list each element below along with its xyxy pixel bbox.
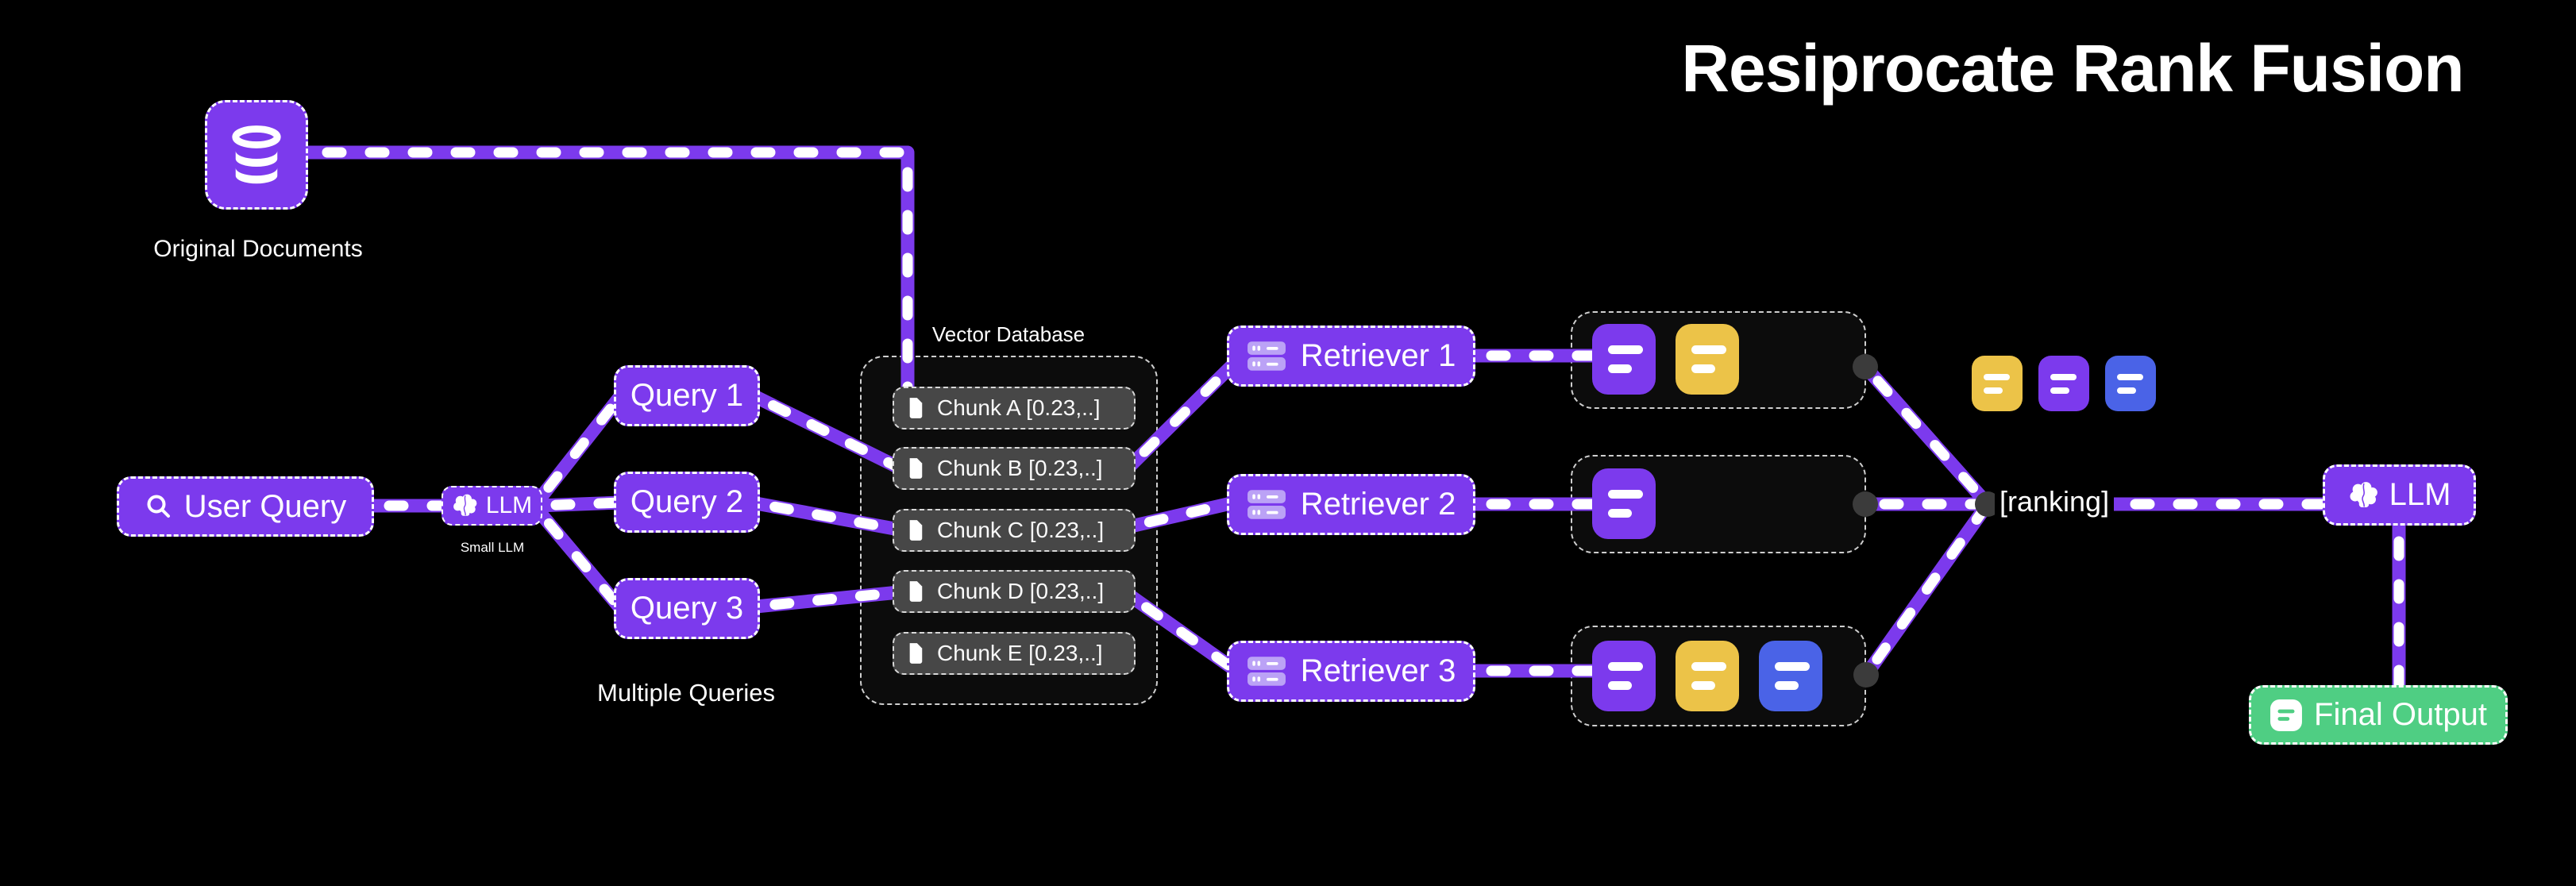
search-icon bbox=[145, 492, 173, 521]
chunk-a-label: Chunk A [0.23,..] bbox=[937, 395, 1101, 420]
query-3-label: Query 3 bbox=[630, 591, 744, 626]
small-llm-node: LLM bbox=[442, 486, 542, 526]
final-output-node: Final Output bbox=[2249, 685, 2508, 745]
retriever-2-label: Retriever 2 bbox=[1300, 487, 1456, 522]
retriever-1-label: Retriever 1 bbox=[1300, 338, 1456, 373]
doc-tile-purple bbox=[1592, 641, 1656, 711]
chunk-a-row: Chunk A [0.23,..] bbox=[893, 387, 1136, 430]
chunk-e-row: Chunk E [0.23,..] bbox=[893, 632, 1136, 675]
chunk-d-label: Chunk D [0.23,..] bbox=[937, 579, 1105, 603]
chunk-c-row: Chunk C [0.23,..] bbox=[893, 509, 1136, 552]
query-2-node: Query 2 bbox=[614, 472, 760, 533]
retriever-3-label: Retriever 3 bbox=[1300, 653, 1456, 688]
small-llm-label: LLM bbox=[485, 492, 533, 518]
document-icon bbox=[907, 642, 924, 664]
user-query-node: User Query bbox=[117, 476, 374, 537]
chunk-e-label: Chunk E [0.23,..] bbox=[937, 641, 1103, 665]
retriever-3-node: Retriever 3 bbox=[1227, 641, 1475, 702]
small-llm-caption: Small LLM bbox=[460, 540, 525, 555]
original-documents-node bbox=[205, 100, 308, 210]
vector-database-title: Vector Database bbox=[931, 322, 1086, 346]
brain-icon bbox=[452, 493, 479, 518]
chunk-b-row: Chunk B [0.23,..] bbox=[893, 447, 1136, 490]
doc-tile-yellow bbox=[1676, 324, 1739, 395]
retriever-1-node: Retriever 1 bbox=[1227, 326, 1475, 387]
doc-mini-blue bbox=[2105, 356, 2156, 411]
doc-mini-purple bbox=[2038, 356, 2089, 411]
query-3-node: Query 3 bbox=[614, 578, 760, 639]
chunk-b-label: Chunk B [0.23,..] bbox=[937, 456, 1103, 480]
doc-tile-blue bbox=[1759, 641, 1822, 711]
ranking-label: [ranking] bbox=[1995, 483, 2115, 520]
query-1-node: Query 1 bbox=[614, 365, 760, 426]
multiple-queries-caption: Multiple Queries bbox=[597, 679, 775, 707]
document-icon bbox=[907, 580, 924, 603]
original-documents-label: Original Documents bbox=[153, 236, 363, 262]
retriever-2-node: Retriever 2 bbox=[1227, 474, 1475, 535]
query-2-label: Query 2 bbox=[630, 484, 744, 519]
server-icon bbox=[1247, 655, 1286, 688]
brain-icon bbox=[2348, 480, 2380, 510]
doc-tile-purple bbox=[1592, 468, 1656, 539]
doc-mini-yellow bbox=[1972, 356, 2023, 411]
database-icon bbox=[225, 123, 288, 187]
llm-label: LLM bbox=[2389, 477, 2451, 512]
final-output-label: Final Output bbox=[2314, 697, 2487, 732]
doc-tile-purple bbox=[1592, 324, 1656, 395]
diagram-title: Resiprocate Rank Fusion bbox=[1681, 31, 2464, 106]
server-icon bbox=[1247, 340, 1286, 373]
server-icon bbox=[1247, 488, 1286, 522]
final-output-icon bbox=[2269, 699, 2303, 732]
llm-node: LLM bbox=[2323, 464, 2476, 526]
document-icon bbox=[907, 519, 924, 541]
doc-tile-yellow bbox=[1676, 641, 1739, 711]
document-icon bbox=[907, 457, 924, 480]
query-1-label: Query 1 bbox=[630, 378, 744, 413]
document-icon bbox=[907, 397, 924, 419]
user-query-label: User Query bbox=[183, 488, 347, 524]
chunk-d-row: Chunk D [0.23,..] bbox=[893, 570, 1136, 613]
chunk-c-label: Chunk C [0.23,..] bbox=[937, 518, 1105, 542]
